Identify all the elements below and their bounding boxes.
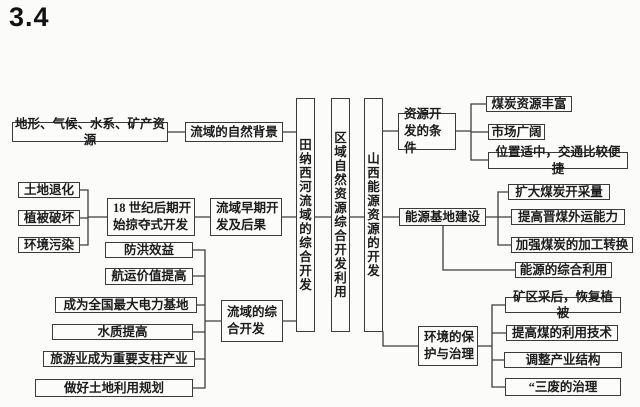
node-land-use-plan: 做好土地利用规划 (35, 379, 193, 397)
node-shipping-value: 航运价值提高 (105, 268, 193, 285)
node-broad-market: 市场广阔 (488, 124, 545, 140)
node-coal-technology: 提高煤的利用技术 (506, 325, 618, 341)
page-title: 3.4 (9, 2, 50, 32)
node-waste-treatment: “三废的治理 (505, 378, 621, 396)
connectors-energy-base (382, 191, 516, 271)
node-env-pollution: 环境污染 (18, 237, 80, 253)
node-natural-background: 流域的自然背景 (185, 122, 283, 142)
spine-regional-resources: 区域自然资源综合开发利用 (331, 98, 350, 332)
node-vegetation-damage: 植被破坏 (18, 210, 80, 226)
connectors-tennessee-left (79, 131, 297, 389)
node-expand-mining: 扩大煤炭开采量 (508, 184, 610, 200)
node-restore-vegetation: 矿区采后，恢复植被 (505, 290, 621, 320)
node-location-transport: 位置适中，交通比较便捷 (488, 145, 628, 176)
spine-tennessee: 田纳西河流域的综合开发 (296, 98, 315, 332)
connectors-shanxi-conditions (382, 103, 489, 161)
node-coal-processing: 加强煤炭的加工转换 (511, 237, 633, 253)
node-env-protection: 环境的保护与治理 (418, 326, 478, 366)
node-comprehensive-development: 流域的综合开发 (221, 300, 283, 342)
node-energy-utilization: 能源的综合利用 (515, 262, 612, 278)
node-land-degradation: 土地退化 (18, 182, 80, 198)
node-coal-transport: 提高晋煤外运能力 (511, 209, 625, 225)
node-development-conditions: 资源开发的条件 (398, 107, 456, 155)
node-early-development: 流域早期开发及后果 (210, 198, 282, 236)
node-tourism: 旅游业成为重要支柱产业 (43, 351, 195, 367)
node-predatory-development: 18 世纪后期开始掠夺式开发 (107, 198, 195, 236)
connectors-env-protection (382, 304, 507, 388)
spine-shanxi-energy: 山西能源资源的开发 (364, 98, 383, 332)
node-coal-rich: 煤炭资源丰富 (486, 96, 572, 112)
node-flood-control: 防洪效益 (105, 242, 193, 258)
node-water-quality: 水质提高 (52, 324, 193, 340)
node-power-base: 成为全国最大电力基地 (55, 297, 197, 313)
node-energy-base: 能源基地建设 (399, 208, 486, 226)
node-natural-factors: 地形、气候、水系、矿产资源 (12, 117, 168, 147)
node-industry-structure: 调整产业结构 (504, 352, 622, 368)
